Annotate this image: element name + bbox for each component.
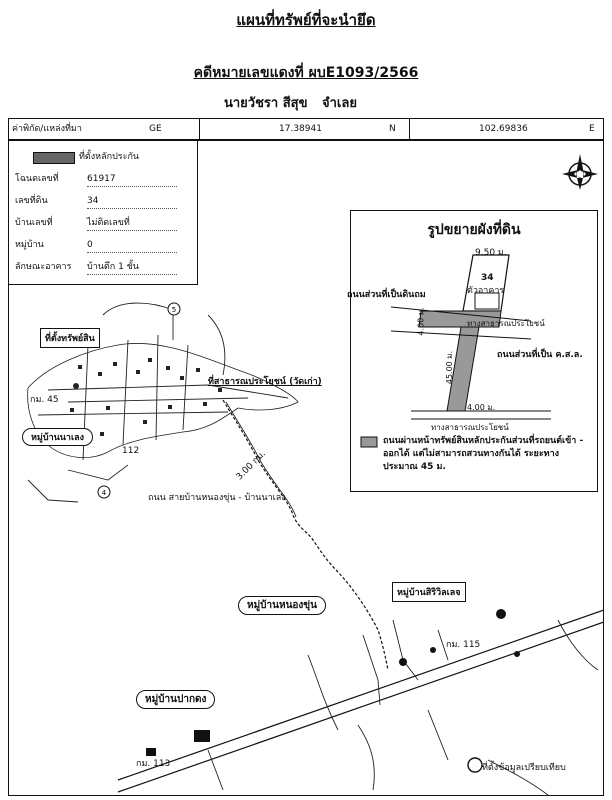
compare-legend-label: ที่ตั้งข้อมูลเปรียบเทียบ [482, 763, 566, 773]
info-label: เลขที่ดิน [15, 196, 48, 206]
owner-status: จำเลย [322, 96, 357, 111]
village-roads [27, 302, 289, 503]
village-buildings [53, 358, 222, 439]
compass-icon: N [562, 154, 598, 190]
circle-num-5: 5 [172, 306, 176, 314]
highway-edge [117, 621, 604, 793]
dim-4-label: 4.00 ม. [416, 307, 426, 336]
info-label: โฉนดเลขที่ [15, 174, 59, 184]
inset-note: ถนนผ่านหน้าทรัพย์สินหลักประกันส่วนที่รถย… [383, 436, 584, 472]
parcel-diagram [360, 254, 551, 448]
info-label: บ้านเลขที่ [15, 218, 53, 228]
parcel-inset: รูปขยายผังที่ดิน 34 ตัวอาคาร 9.50 ม. ถนน… [347, 210, 598, 492]
coord-lon-dir: E [589, 124, 595, 134]
info-value: ไม่ติดเลขที่ [87, 216, 177, 231]
collateral-legend-label: ที่ตั้งหลักประกัน [79, 152, 140, 162]
building-label: ตัวอาคาร [467, 286, 505, 296]
info-value: บ้านตึก 1 ชั้น [87, 260, 177, 275]
coord-lat-dir: N [389, 124, 396, 134]
public-way-label-top: ทางสาธารณประโยชน์ [467, 319, 545, 328]
landmark-markers [146, 609, 520, 756]
highway-edge [117, 609, 604, 781]
page-title: แผนที่ทรัพย์ที่จะนำยึด [236, 11, 376, 29]
info-value: 34 [87, 194, 177, 209]
inset-legend-swatch [360, 436, 378, 448]
map-frame [8, 140, 604, 796]
dirt-road-strip [418, 310, 502, 328]
circle-num-4: 4 [102, 489, 107, 497]
info-value: 0 [87, 238, 177, 253]
info-label: ลักษณะอาคาร [15, 262, 72, 272]
km-115-label: กม. 115 [446, 640, 481, 650]
compass-letter: N [576, 171, 584, 181]
public-place-label: ที่สาธารณประโยชน์ (วัดเก่า) [208, 377, 322, 387]
collateral-legend-swatch [33, 152, 75, 164]
main-road-label: ถนน สายบ้านหนองขุ่น - บ้านนาเลง [148, 493, 286, 503]
info-label: หมู่บ้าน [15, 240, 44, 250]
compare-legend-icon [467, 757, 483, 773]
village-outline [27, 342, 299, 458]
km-113-label: กม. 113 [136, 759, 171, 769]
dim-45-label: 45.00 ม. [445, 350, 455, 385]
parcel-number: 34 [481, 273, 494, 283]
circled-numbers: 5 4 [97, 302, 181, 499]
coord-source: GE [149, 124, 162, 134]
building-outline [474, 292, 500, 310]
owner-name: นายวัชรา สีสุข [224, 96, 308, 111]
village-naeng-label: หมู่บ้านนาเลง [22, 428, 93, 446]
dim-4-bottom-label: 4.00 ม. [467, 403, 496, 412]
public-way-label-bottom: ทางสาธารณประโยชน์ [431, 423, 509, 432]
village-siwilai-label: หมู่บ้านสิริวิลเลจ [392, 582, 466, 602]
route-edge [225, 401, 297, 518]
case-number: คดีหมายเลขแดงที่ ผบE1093/2566 [193, 65, 419, 81]
km-45-label: กม. 45 [30, 395, 59, 405]
info-value: 61917 [87, 172, 177, 187]
inset-title: รูปขยายผังที่ดิน [427, 222, 521, 238]
coord-source-label: ค่าพิกัด/แหล่งที่มา [12, 124, 82, 134]
route-path [222, 399, 389, 671]
property-location-label: ที่ตั้งทรัพย์สิน [40, 328, 100, 348]
width-top-label: 9.50 ม. [475, 248, 507, 258]
dirt-road-label: ถนนส่วนที่เป็นดินถม [347, 290, 426, 300]
concrete-road-label: ถนนส่วนที่เป็น ค.ส.ล. [497, 350, 583, 360]
village-pakdong-label: หมู่บ้านปากดง [136, 690, 216, 709]
village-nongkhun-label: หมู่บ้านหนองขุ่น [238, 596, 326, 615]
coordinate-bar: ค่าพิกัด/แหล่งที่มา GE 17.38941 N 102.69… [8, 118, 604, 140]
location-map: 5 4 [27, 302, 604, 796]
km-112-label: 112 [122, 446, 140, 456]
property-info-box: ที่ตั้งหลักประกัน โฉนดเลขที่ 61917 เลขที่… [8, 140, 198, 285]
coord-lon: 102.69836 [479, 124, 528, 134]
coord-lat: 17.38941 [279, 124, 322, 134]
